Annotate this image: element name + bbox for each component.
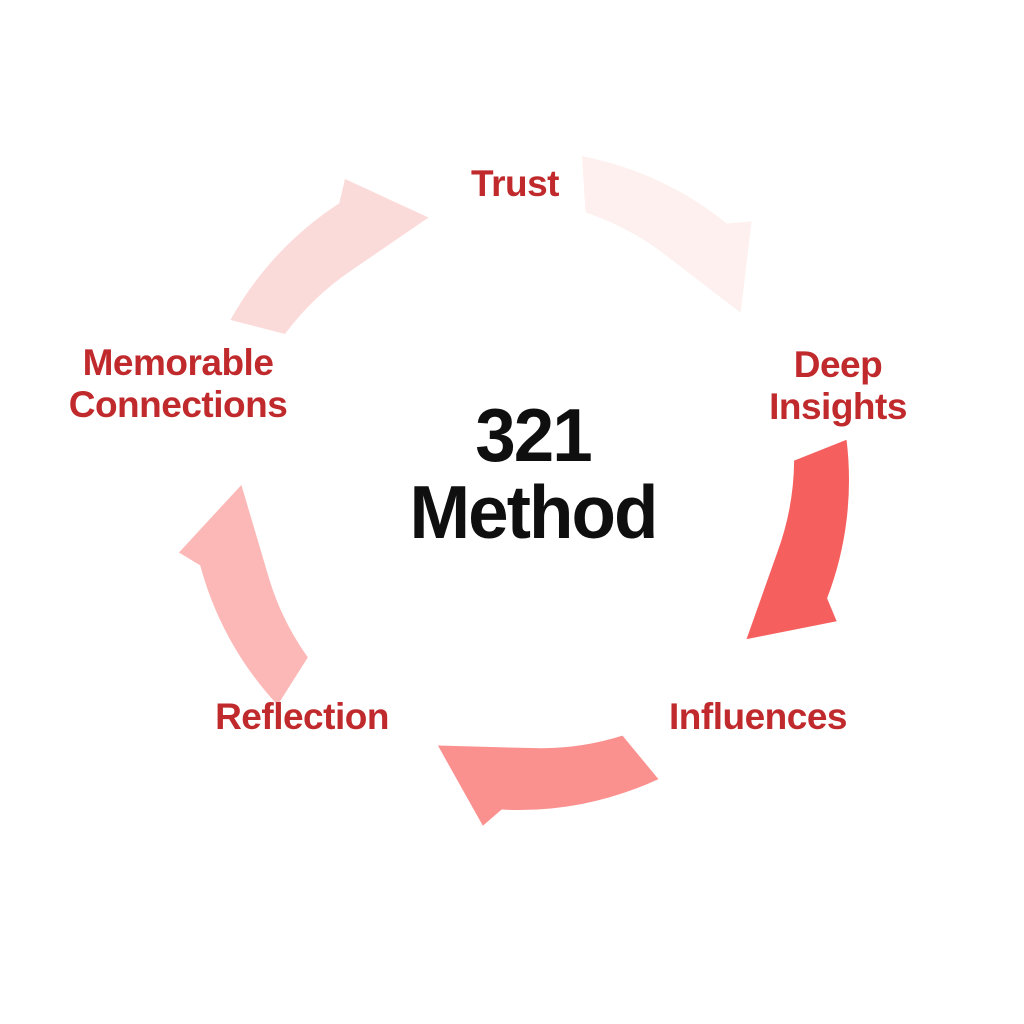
step-label-deep-insights: Deep Insights	[769, 343, 907, 427]
step-label-reflection: Reflection	[215, 695, 389, 737]
arrow-influences-to-reflection	[437, 735, 659, 826]
arrow-memorable-connections-to-trust	[230, 179, 429, 334]
arrow-deep-insights-to-influences	[746, 439, 849, 640]
step-label-trust: Trust	[471, 162, 559, 204]
arrow-trust-to-deep-insights	[581, 156, 752, 313]
diagram-title: 321 Method	[409, 392, 659, 554]
step-label-memorable-connections: Memorable Connections	[68, 341, 288, 425]
step-label-influences: Influences	[669, 695, 848, 737]
arrow-reflection-to-memorable-connections	[178, 484, 308, 706]
